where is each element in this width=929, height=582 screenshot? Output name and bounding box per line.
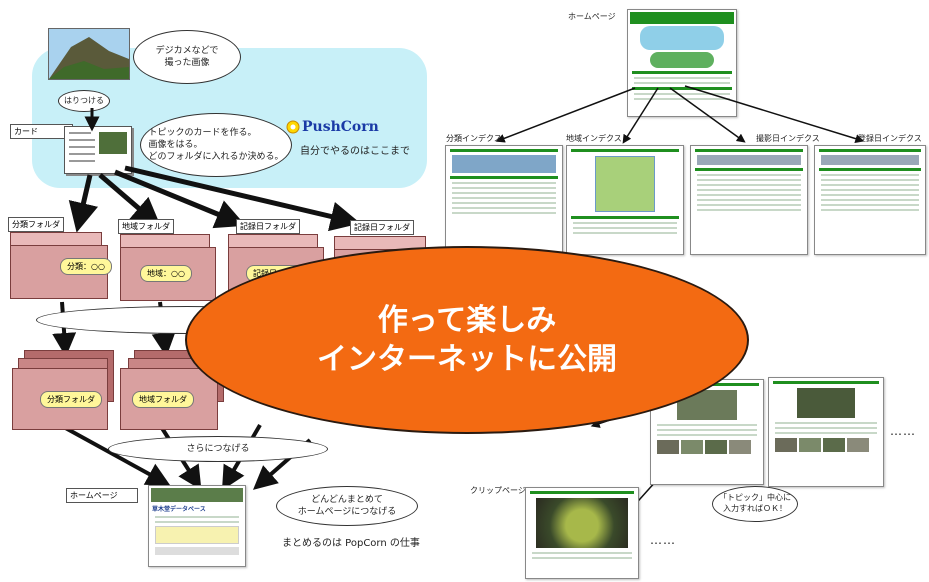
headline-line-1: 作って楽しみ <box>377 303 557 338</box>
index-page-register-date <box>814 145 926 255</box>
clip-page <box>525 487 639 579</box>
dots-right: …… <box>890 424 916 438</box>
mountain-image-icon <box>49 29 129 79</box>
index-page-region <box>566 145 684 255</box>
left-home-label: ホームページ <box>66 488 138 503</box>
home-page-title: 草木堂データベース <box>152 506 206 513</box>
paste-label: はりつける <box>58 90 110 112</box>
connect-ellipse: さらにつなげる <box>108 436 328 462</box>
self-note: 自分でやるのはここまで <box>300 146 410 157</box>
popcorn-note: まとめるのは PopCorn の仕事 <box>282 538 420 549</box>
topic-bubble: 「トピック」中心に 入力すればＯＫ！ <box>712 486 798 522</box>
topic-card <box>64 126 132 174</box>
pushcorn-icon <box>286 120 300 134</box>
index-page-shoot-date <box>690 145 808 255</box>
photo-bubble: デジカメなどで 撮った画像 <box>133 30 241 84</box>
index-label-shoot-date: 撮影日インデクス <box>756 134 820 143</box>
dots-clip: …… <box>650 533 676 547</box>
index-label-register-date: 登録日インデクス <box>858 134 922 143</box>
index-label-region: 地域インデクス <box>566 134 622 143</box>
clip-label: クリップページ <box>470 486 526 495</box>
index-label-classification: 分類インデクス <box>446 134 502 143</box>
home-bubble: どんどんまとめて ホームページにつなげる <box>276 486 418 526</box>
card-bubble: トピックのカードを作る。 画像をはる。 どのフォルダに入れるか決める。 <box>140 113 292 177</box>
headline-ellipse: 作って楽しみ インターネットに公開 <box>185 246 749 434</box>
right-home-page <box>627 9 737 117</box>
mountain-photo <box>48 28 130 80</box>
right-home-label: ホームページ <box>568 12 616 21</box>
topic-page-2 <box>768 377 884 487</box>
pushcorn-logo: PushCorn <box>286 119 379 135</box>
left-home-page: 草木堂データベース <box>148 485 246 567</box>
headline-line-2: インターネットに公開 <box>317 342 617 377</box>
index-page-classification <box>445 145 563 255</box>
